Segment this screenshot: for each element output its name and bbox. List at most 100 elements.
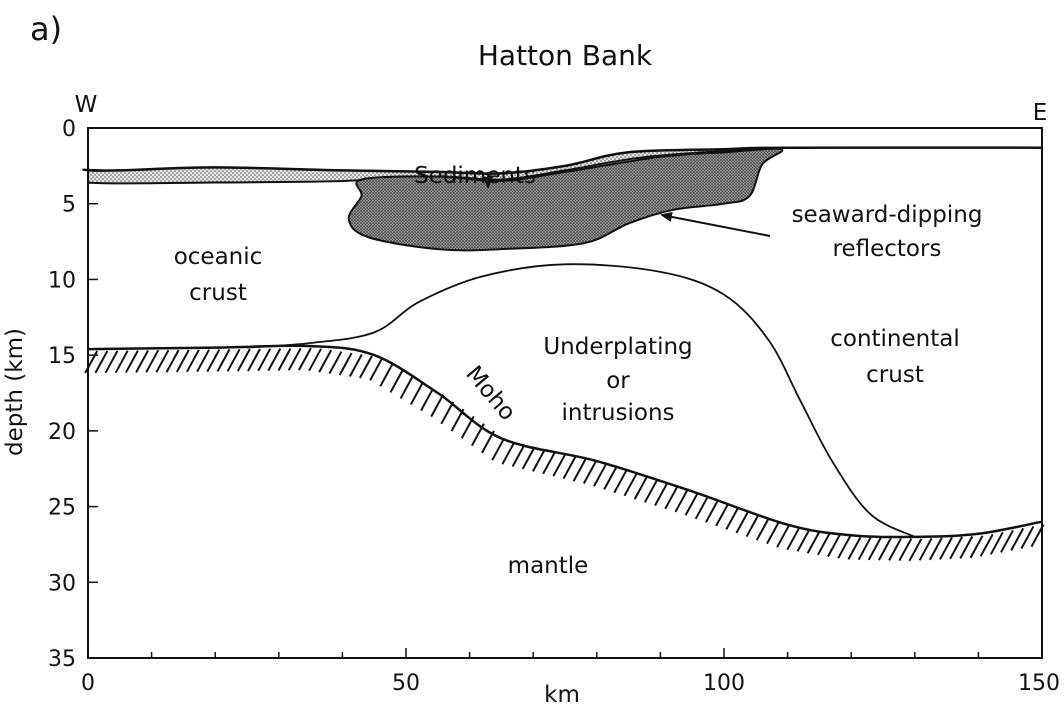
moho-hatch-stroke bbox=[796, 528, 811, 552]
x-tick-label: 100 bbox=[703, 671, 745, 696]
moho-hatch-stroke bbox=[409, 382, 424, 405]
moho-hatch-stroke bbox=[125, 350, 139, 374]
moho-hatch-stroke bbox=[989, 531, 1004, 555]
moho-hatch-stroke bbox=[776, 524, 790, 548]
moho-hatch-stroke bbox=[755, 517, 770, 541]
moho-hatch-stroke bbox=[1000, 529, 1014, 553]
moho-hatch-stroke bbox=[908, 538, 923, 562]
moho-hatch-stroke bbox=[979, 533, 994, 557]
moho-hatch-stroke bbox=[420, 388, 434, 412]
moho-hatch-stroke bbox=[654, 483, 668, 506]
moho-hatch-stroke bbox=[725, 506, 740, 530]
moho-hatch-stroke bbox=[247, 348, 261, 372]
moho-hatch-stroke bbox=[969, 535, 984, 559]
moho-hatch-stroke bbox=[186, 349, 200, 373]
moho-hatch-stroke bbox=[867, 537, 882, 561]
moho-hatch-stroke bbox=[369, 357, 383, 381]
y-tick-label: 35 bbox=[48, 647, 76, 672]
y-axis-label: depth (km) bbox=[2, 328, 28, 456]
y-tick-label: 10 bbox=[48, 268, 76, 293]
moho-hatch-stroke bbox=[155, 349, 170, 373]
oceanic-crust-label-line2: crust bbox=[189, 280, 247, 306]
moho-hatch-stroke bbox=[196, 349, 210, 373]
moho-hatch-stroke bbox=[511, 444, 526, 467]
moho-hatch-stroke bbox=[389, 369, 404, 393]
moho-hatch-stroke bbox=[878, 537, 892, 561]
moho-hatch-stroke bbox=[603, 466, 618, 490]
moho-hatch-stroke bbox=[847, 536, 862, 560]
moho-hatch-stroke bbox=[338, 352, 353, 376]
moho-hatch-stroke bbox=[949, 536, 963, 560]
y-tick-label: 5 bbox=[62, 193, 76, 218]
moho-hatch-stroke bbox=[308, 348, 322, 372]
moho-hatch-stroke bbox=[135, 349, 149, 373]
moho-hatch-stroke bbox=[328, 351, 343, 375]
continental-crust-label-line2: crust bbox=[866, 362, 924, 388]
moho-line bbox=[87, 344, 1043, 539]
moho-hatch-stroke bbox=[928, 537, 943, 561]
panel-label: a) bbox=[30, 10, 62, 48]
moho-hatch-stroke bbox=[613, 470, 628, 494]
moho-hatching bbox=[84, 347, 1045, 562]
moho-hatch-stroke bbox=[1020, 526, 1035, 549]
moho-hatch-stroke bbox=[399, 376, 414, 399]
continental-crust-label-line1: continental bbox=[830, 326, 960, 352]
sdr-arrow bbox=[660, 212, 771, 237]
moho-hatch-stroke bbox=[817, 532, 831, 556]
underplating-label-line2: or bbox=[606, 368, 630, 394]
sediments-label: Sediments bbox=[414, 163, 536, 189]
moho-hatch-stroke bbox=[104, 350, 119, 374]
moho-hatch-stroke bbox=[786, 527, 801, 551]
moho-hatch-stroke bbox=[898, 538, 913, 562]
moho-hatch-stroke bbox=[348, 354, 363, 377]
x-tick-label: 50 bbox=[392, 671, 420, 696]
moho-hatch-stroke bbox=[827, 534, 841, 557]
moho-hatch-stroke bbox=[664, 486, 679, 510]
moho-hatch-stroke bbox=[318, 349, 333, 373]
moho-hatch-stroke bbox=[175, 349, 190, 373]
moho-hatch-stroke bbox=[236, 348, 251, 372]
seaward-dipping-reflectors-body bbox=[347, 147, 784, 252]
moho-hatch-stroke bbox=[491, 437, 506, 461]
moho-hatch-stroke bbox=[684, 492, 699, 516]
moho-hatch-stroke bbox=[226, 348, 241, 372]
moho-hatch-stroke bbox=[715, 503, 729, 527]
moho-hatch-stroke bbox=[644, 479, 658, 503]
seafloor-line bbox=[87, 146, 1043, 175]
moho-hatch-stroke bbox=[1010, 527, 1025, 551]
figure-title: Hatton Bank bbox=[478, 39, 653, 72]
moho-hatch-stroke bbox=[298, 347, 312, 371]
moho-hatch-stroke bbox=[287, 347, 302, 371]
y-tick-label: 20 bbox=[48, 420, 76, 445]
moho-hatch-stroke bbox=[674, 489, 689, 513]
moho-hatch-stroke bbox=[939, 536, 953, 560]
underplating-label-line3: intrusions bbox=[561, 400, 674, 426]
moho-hatch-stroke bbox=[633, 476, 648, 500]
moho-hatch-stroke bbox=[562, 456, 577, 480]
moho-hatch-stroke bbox=[735, 510, 750, 534]
oceanic-crust-label-line1: oceanic bbox=[174, 244, 263, 270]
moho-hatch-stroke bbox=[206, 349, 221, 373]
moho-hatch-stroke bbox=[165, 349, 180, 373]
moho-hatch-stroke bbox=[145, 349, 160, 373]
plot-frame bbox=[87, 127, 1043, 659]
moho-hatch-stroke bbox=[745, 514, 760, 537]
sdr-label-line1: seaward-dipping bbox=[792, 202, 983, 228]
mantle-label: mantle bbox=[508, 553, 589, 579]
moho-hatch-stroke bbox=[918, 537, 933, 561]
direction-east-label: E bbox=[1033, 100, 1048, 126]
sdr-label-line2: reflectors bbox=[833, 236, 942, 262]
moho-hatch-stroke bbox=[501, 441, 516, 465]
moho-hatch-stroke bbox=[267, 348, 282, 372]
x-tick-label: 150 bbox=[1018, 671, 1060, 696]
direction-west-label: W bbox=[75, 92, 98, 118]
moho-hatch-stroke bbox=[359, 355, 373, 379]
y-tick-label: 0 bbox=[62, 117, 76, 142]
underplating-boundary-line bbox=[246, 263, 916, 538]
moho-hatch-stroke bbox=[888, 537, 902, 561]
y-tick-label: 30 bbox=[48, 571, 76, 596]
moho-hatch-stroke bbox=[542, 451, 556, 475]
